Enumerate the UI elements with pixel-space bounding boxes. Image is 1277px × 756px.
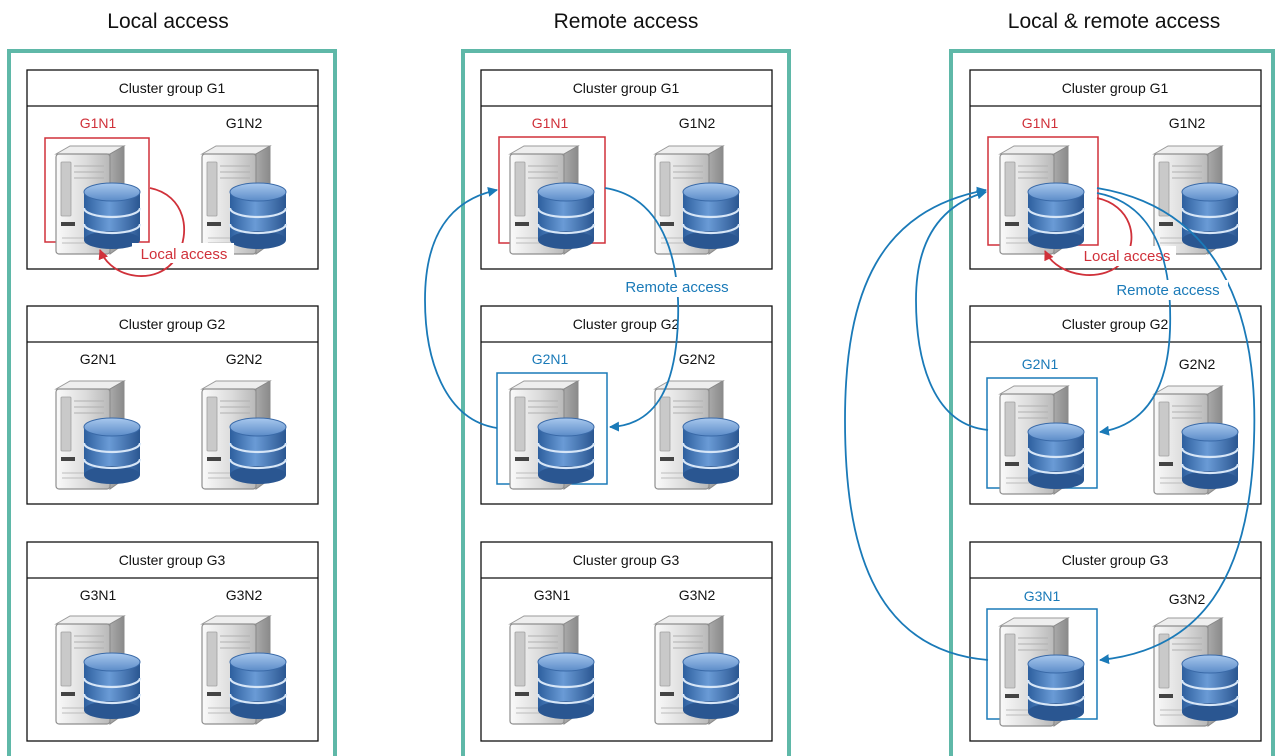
cluster-group-title: Cluster group G2 xyxy=(573,316,680,332)
panel-frame-remote xyxy=(461,49,791,756)
cluster-group-title: Cluster group G1 xyxy=(119,80,226,96)
server-database-icon xyxy=(653,144,741,256)
server-database-icon xyxy=(200,144,288,256)
server-database-icon xyxy=(508,614,596,726)
cluster-group-title: Cluster group G2 xyxy=(119,316,226,332)
server-database-icon xyxy=(54,614,142,726)
node-label: G1N2 xyxy=(1169,115,1206,131)
node-label: G3N1 xyxy=(1024,588,1061,604)
server-database-icon xyxy=(200,379,288,491)
cluster-group-box xyxy=(26,69,319,270)
panel-frame-local xyxy=(7,49,337,756)
cluster-group-box xyxy=(969,541,1262,742)
node-label: G2N2 xyxy=(226,351,263,367)
remote-access-arrow xyxy=(915,189,989,431)
node-label: G1N1 xyxy=(1022,115,1059,131)
cluster-group-box xyxy=(480,305,773,505)
server-database-icon xyxy=(508,144,596,256)
cluster-group-title: Cluster group G3 xyxy=(1062,552,1169,568)
panel-title-remote: Remote access xyxy=(554,10,699,33)
panel-title-local-remote: Local & remote access xyxy=(1008,10,1220,33)
panel-frame-local-remote xyxy=(949,49,1275,756)
server-database-icon xyxy=(200,614,288,726)
panel-title-local: Local access xyxy=(107,10,228,33)
node-label: G1N1 xyxy=(80,115,117,131)
server-database-icon xyxy=(1152,616,1240,728)
server-database-icon xyxy=(653,614,741,726)
panel-local-remote: Cluster group G1 G1N1 G1N2 Cluster group… xyxy=(844,69,1262,742)
remote-access-label: Remote access xyxy=(1116,282,1219,299)
server-database-icon xyxy=(54,144,142,256)
remote-access-arrow xyxy=(424,186,498,429)
server-database-icon xyxy=(998,616,1086,728)
node-label: G2N2 xyxy=(679,351,716,367)
remote-access-arrow xyxy=(1096,187,1256,665)
server-database-icon xyxy=(998,144,1086,256)
node-label: G2N1 xyxy=(532,351,569,367)
node-label: G3N1 xyxy=(534,587,571,603)
cluster-group-title: Cluster group G1 xyxy=(573,80,680,96)
node-label: G2N2 xyxy=(1179,356,1216,372)
node-label: G2N1 xyxy=(1022,356,1059,372)
cluster-group-box xyxy=(480,541,773,742)
server-database-icon xyxy=(54,379,142,491)
local-access-label: Local access xyxy=(141,246,228,263)
server-database-icon xyxy=(508,379,596,491)
node-label: G1N1 xyxy=(532,115,569,131)
panel-local: Cluster group G1 G1N1 G1N2 Cluster group… xyxy=(26,69,319,742)
node-label: G3N2 xyxy=(1169,591,1206,607)
node-label: G3N2 xyxy=(226,587,263,603)
cluster-group-title: Cluster group G1 xyxy=(1062,80,1169,96)
server-database-icon xyxy=(1152,384,1240,496)
cluster-group-title: Cluster group G2 xyxy=(1062,316,1169,332)
node-label: G1N2 xyxy=(679,115,716,131)
remote-access-arrow xyxy=(1096,192,1172,436)
cluster-group-box xyxy=(26,305,319,505)
cluster-group-title: Cluster group G3 xyxy=(573,552,680,568)
server-database-icon xyxy=(653,379,741,491)
node-label: G3N2 xyxy=(679,587,716,603)
node-label: G3N1 xyxy=(80,587,117,603)
panel-remote: Cluster group G1 G1N1 G1N2 Cluster group… xyxy=(424,69,773,742)
remote-access-arrow xyxy=(604,187,680,432)
node-label: G1N2 xyxy=(226,115,263,131)
cluster-group-box xyxy=(969,305,1262,505)
node-label: G2N1 xyxy=(80,351,117,367)
server-database-icon xyxy=(998,384,1086,496)
remote-access-arrow xyxy=(844,186,989,661)
cluster-group-title: Cluster group G3 xyxy=(119,552,226,568)
cluster-group-box xyxy=(480,69,773,270)
remote-access-label: Remote access xyxy=(625,279,728,296)
local-access-label: Local access xyxy=(1084,248,1171,265)
cluster-group-box xyxy=(26,541,319,742)
